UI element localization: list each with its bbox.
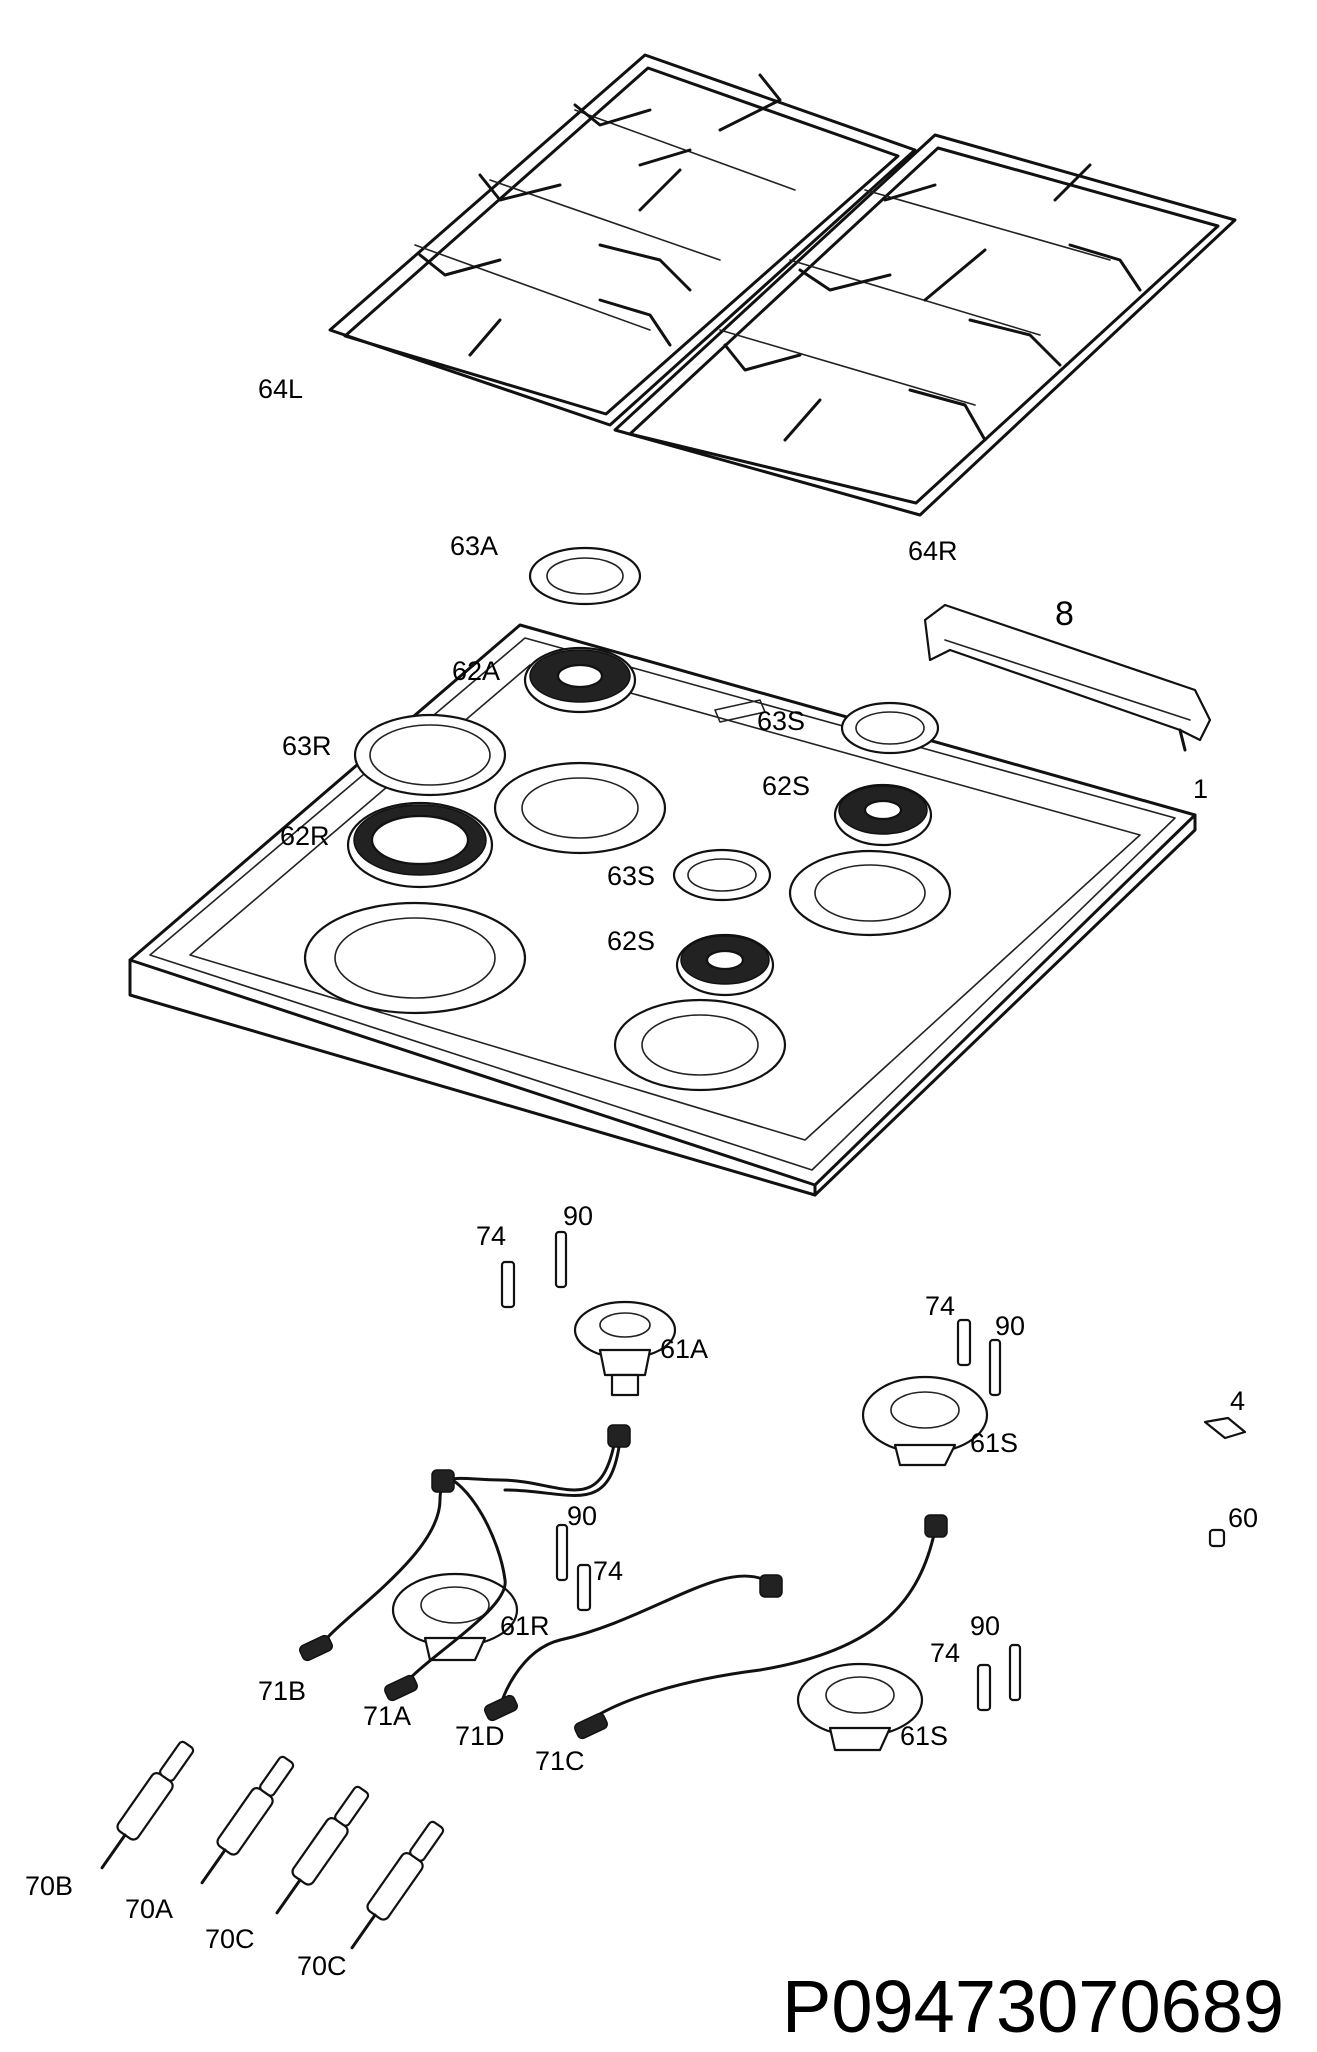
label-70C-b: 70C — [297, 1951, 347, 1981]
label-62A: 62A — [452, 656, 500, 686]
label-63S-b: 63S — [607, 861, 655, 891]
label-62S-b: 62S — [607, 926, 655, 956]
label-61S-a: 61S — [970, 1428, 1018, 1458]
diagram-code: P09473070689 — [782, 1965, 1284, 2048]
nut-60 — [1208, 1528, 1226, 1548]
label-61A: 61A — [660, 1334, 708, 1364]
label-61S-b: 61S — [900, 1721, 948, 1751]
label-90-c: 90 — [567, 1501, 597, 1531]
label-64L: 64L — [258, 374, 303, 404]
burner-cup-61R — [391, 1572, 519, 1662]
label-1: 1 — [1193, 774, 1208, 804]
label-74-b: 74 — [925, 1291, 955, 1321]
label-70A: 70A — [125, 1894, 173, 1924]
label-70B: 70B — [25, 1871, 73, 1901]
label-64R: 64R — [908, 536, 958, 566]
ring-63R — [353, 713, 507, 797]
label-71A: 71A — [363, 1701, 411, 1731]
burner-cup-61S-b — [796, 1662, 924, 1752]
label-71B: 71B — [258, 1676, 306, 1706]
rear-bracket — [923, 603, 1212, 752]
ring-63S-b — [672, 848, 772, 902]
label-63S-a: 63S — [757, 706, 805, 736]
gas-taps — [100, 1740, 445, 1950]
label-90-b: 90 — [995, 1311, 1025, 1341]
label-62R: 62R — [280, 821, 330, 851]
label-61R: 61R — [500, 1611, 550, 1641]
electrodes-and-thermocouples — [500, 1230, 1022, 1712]
ring-63A — [528, 546, 642, 606]
gas-pipes — [299, 1424, 948, 1740]
burner-cup-61A — [573, 1300, 677, 1397]
burner-cup-61S-a — [861, 1375, 989, 1467]
label-60: 60 — [1228, 1503, 1258, 1533]
label-74-c: 74 — [593, 1556, 623, 1586]
label-4: 4 — [1230, 1386, 1245, 1416]
rings-and-crowns — [346, 546, 940, 997]
pan-support-right — [613, 133, 1237, 517]
label-90-d: 90 — [970, 1611, 1000, 1641]
label-8: 8 — [1055, 595, 1074, 633]
pan-support-left — [328, 53, 917, 427]
label-74-d: 74 — [930, 1638, 960, 1668]
label-62S-a: 62S — [762, 771, 810, 801]
label-71D: 71D — [455, 1721, 505, 1751]
label-63A: 63A — [450, 531, 498, 561]
clip-4 — [1203, 1416, 1247, 1440]
label-63R: 63R — [282, 731, 332, 761]
hob-top-panel — [128, 623, 1197, 1197]
ring-63S-a — [840, 701, 940, 755]
label-74-a: 74 — [476, 1221, 506, 1251]
label-90-a: 90 — [563, 1201, 593, 1231]
label-70C-a: 70C — [205, 1924, 255, 1954]
label-71C: 71C — [535, 1746, 585, 1776]
part-labels: 64L 64R 63A 8 62A 63S 63R 62S 1 62R 63S … — [25, 374, 1258, 1981]
